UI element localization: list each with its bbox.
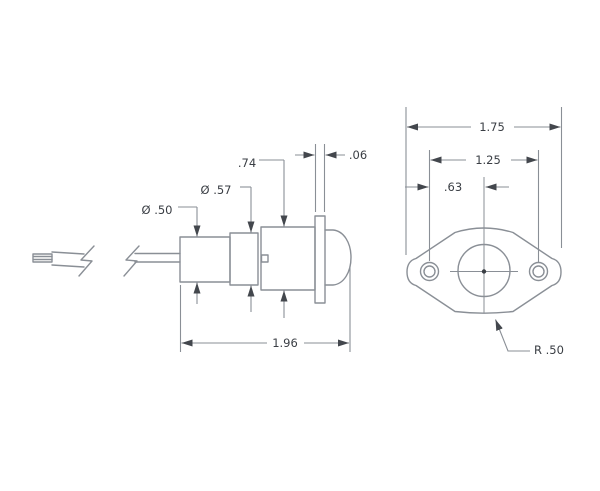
bare-conductor xyxy=(32,253,53,263)
dim-label-hole-spacing: 1.25 xyxy=(475,153,501,167)
dim-barrel-diameter: Ø .57 xyxy=(201,183,255,312)
housing-notch xyxy=(260,254,269,263)
dim-flange-width: 1.75 xyxy=(405,107,563,255)
lens-dome xyxy=(324,229,352,286)
dim-label-housing-diameter: .74 xyxy=(238,156,256,170)
flange-outline xyxy=(406,227,562,314)
dim-hole-spacing: 1.25 xyxy=(428,150,540,262)
mid-barrel xyxy=(229,232,259,286)
break-symbol-left xyxy=(78,245,95,277)
dim-label-overall-length: 1.96 xyxy=(272,336,298,350)
hole-bore xyxy=(423,265,436,278)
front-housing xyxy=(260,226,316,291)
dim-label-barrel-diameter: Ø .57 xyxy=(201,183,232,197)
extension-lines xyxy=(428,150,540,262)
dim-label-flange-width: 1.75 xyxy=(479,120,505,134)
rear-barrel xyxy=(179,236,231,283)
hole-bore xyxy=(532,265,545,278)
dim-corner-radius: R .50 xyxy=(494,319,564,357)
center-point xyxy=(481,269,487,274)
extension-lines xyxy=(314,144,326,212)
side-view: Ø .50 Ø .57 .74 .06 1.96 xyxy=(32,144,367,352)
lamp-body xyxy=(179,215,352,304)
wire-leads xyxy=(32,245,181,277)
dim-housing-diameter: .74 xyxy=(238,156,288,318)
extension-lines xyxy=(405,107,563,255)
extension-lines xyxy=(179,266,351,352)
dim-label-lead-diameter: Ø .50 xyxy=(142,203,173,217)
dim-hole-to-center: .63 xyxy=(405,180,509,194)
dim-overall-length: 1.96 xyxy=(179,266,351,352)
dim-lead-diameter: Ø .50 xyxy=(142,203,201,304)
mounting-hole-right xyxy=(528,261,549,282)
dim-label-flange-thickness: .06 xyxy=(349,148,367,162)
hole-chamfer xyxy=(419,261,440,282)
wire-insulation xyxy=(51,251,85,268)
mounting-flange-plate xyxy=(314,215,326,304)
dim-label-hole-to-center: .63 xyxy=(444,180,462,194)
conductor-strands xyxy=(33,255,53,261)
dim-flange-thickness: .06 xyxy=(295,144,367,212)
dim-label-corner-radius: R .50 xyxy=(534,343,564,357)
break-symbol-right xyxy=(123,245,140,277)
leader-line xyxy=(494,319,530,352)
wire-segment xyxy=(134,252,181,263)
front-view: 1.75 1.25 .63 R .50 xyxy=(405,107,564,357)
mounting-hole-left xyxy=(419,261,440,282)
hole-chamfer xyxy=(528,261,549,282)
